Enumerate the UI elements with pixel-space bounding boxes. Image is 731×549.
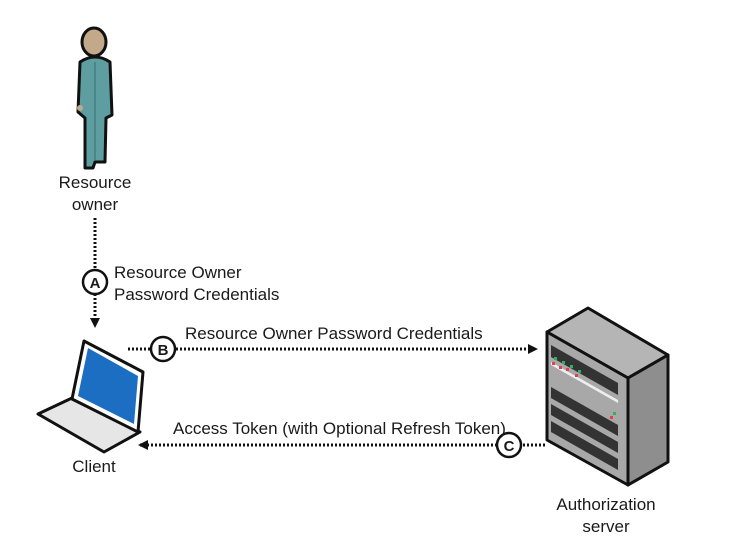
resource-owner-label: Resource [59, 173, 132, 192]
step-c-label: Access Token (with Optional Refresh Toke… [173, 419, 506, 438]
step-a-marker [81, 268, 109, 296]
laptop-icon [36, 339, 145, 454]
person-icon [76, 26, 114, 170]
step-c-letter: C [504, 438, 515, 455]
step-c-marker [495, 431, 523, 459]
server-icon [545, 306, 670, 487]
step-b-label: Resource Owner Password Credentials [185, 324, 483, 343]
authorization-server-label-2: server [582, 517, 630, 536]
step-b-letter: B [158, 342, 169, 359]
step-b-marker [149, 335, 177, 363]
authorization-server-label: Authorization [556, 495, 655, 514]
client-label: Client [72, 457, 116, 476]
step-a-label: Resource Owner [114, 263, 242, 282]
step-a-letter: A [90, 275, 101, 292]
resource-owner-label-2: owner [72, 195, 119, 214]
step-a-label-2: Password Credentials [114, 285, 279, 304]
